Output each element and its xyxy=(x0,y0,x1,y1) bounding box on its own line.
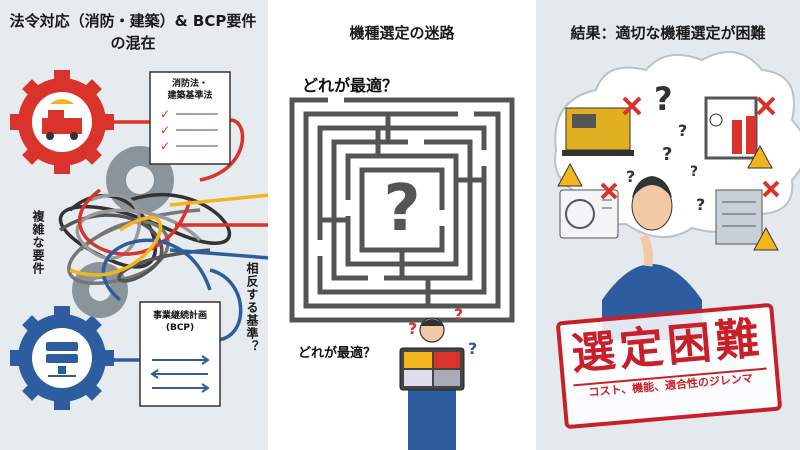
which-is-best-bottom: どれが最適？ xyxy=(298,346,377,361)
red-x-icons xyxy=(600,96,780,200)
panel2-title: 機種選定の迷路 xyxy=(349,24,455,42)
svg-text:?: ? xyxy=(690,164,698,180)
complex-requirements-label: 複雑な要件 xyxy=(31,210,45,275)
pump-system-icon xyxy=(704,96,758,160)
panel1-illustration: ✓ ✓ ✓ xyxy=(10,70,268,410)
svg-text:?: ? xyxy=(454,305,463,324)
blue-question-marks: ? xyxy=(468,339,477,358)
svg-text:?: ? xyxy=(468,339,477,358)
server-gear-icon xyxy=(10,306,114,410)
svg-text:?: ? xyxy=(408,319,417,338)
confused-person-icon xyxy=(399,317,465,450)
selection-difficult-stamp: 選定困難 コスト、機能、適合性のジレンマ xyxy=(555,302,783,430)
svg-text:?: ? xyxy=(662,144,672,165)
question-marks-icon: ? ? ? ? ? ? xyxy=(626,80,705,214)
fire-gear-icon xyxy=(10,70,114,174)
svg-text:✓: ✓ xyxy=(160,123,170,137)
svg-text:?: ? xyxy=(626,167,635,186)
svg-text:?: ? xyxy=(678,121,687,140)
maze-question-mark: ? xyxy=(383,172,420,246)
panel-regulations: 法令対応（消防・建築）& BCP要件の混在 xyxy=(0,0,268,450)
tangled-wires-icon xyxy=(58,188,232,302)
panel-maze: 機種選定の迷路 ? xyxy=(268,0,536,450)
fire-law-label: 消防法・ 建築基準法 xyxy=(167,79,213,101)
bcp-label: 事業継続計画 (BCP) xyxy=(152,311,207,333)
svg-text:✓: ✓ xyxy=(160,139,170,153)
warning-icons xyxy=(557,144,779,251)
svg-text:?: ? xyxy=(696,195,705,214)
server-rack-icon xyxy=(715,189,763,245)
bcp-document-icon xyxy=(139,301,221,407)
svg-text:✓: ✓ xyxy=(160,107,170,121)
panel1-title: 法令対応（消防・建築）& BCP要件の混在 xyxy=(9,12,257,52)
maze-gaps xyxy=(316,96,488,282)
result-illustration: ? ? ? ? ? ? xyxy=(554,51,800,340)
fire-law-document-icon: ✓ ✓ ✓ xyxy=(149,71,231,165)
conflicting-standards-label: 相反する基準？ xyxy=(245,262,259,353)
maze-illustration: ? ?? ? xyxy=(289,96,515,450)
ac-unit-icon xyxy=(559,189,619,239)
svg-text:?: ? xyxy=(654,80,673,118)
conflict-arrows-icon xyxy=(112,118,268,362)
red-question-marks: ?? xyxy=(408,305,463,338)
which-is-best-top: どれが最適？ xyxy=(302,76,399,95)
generator-icon xyxy=(562,107,634,156)
panel3-title: 結果：適切な機種選定が困難 xyxy=(570,24,766,42)
maze-icon xyxy=(289,97,515,323)
